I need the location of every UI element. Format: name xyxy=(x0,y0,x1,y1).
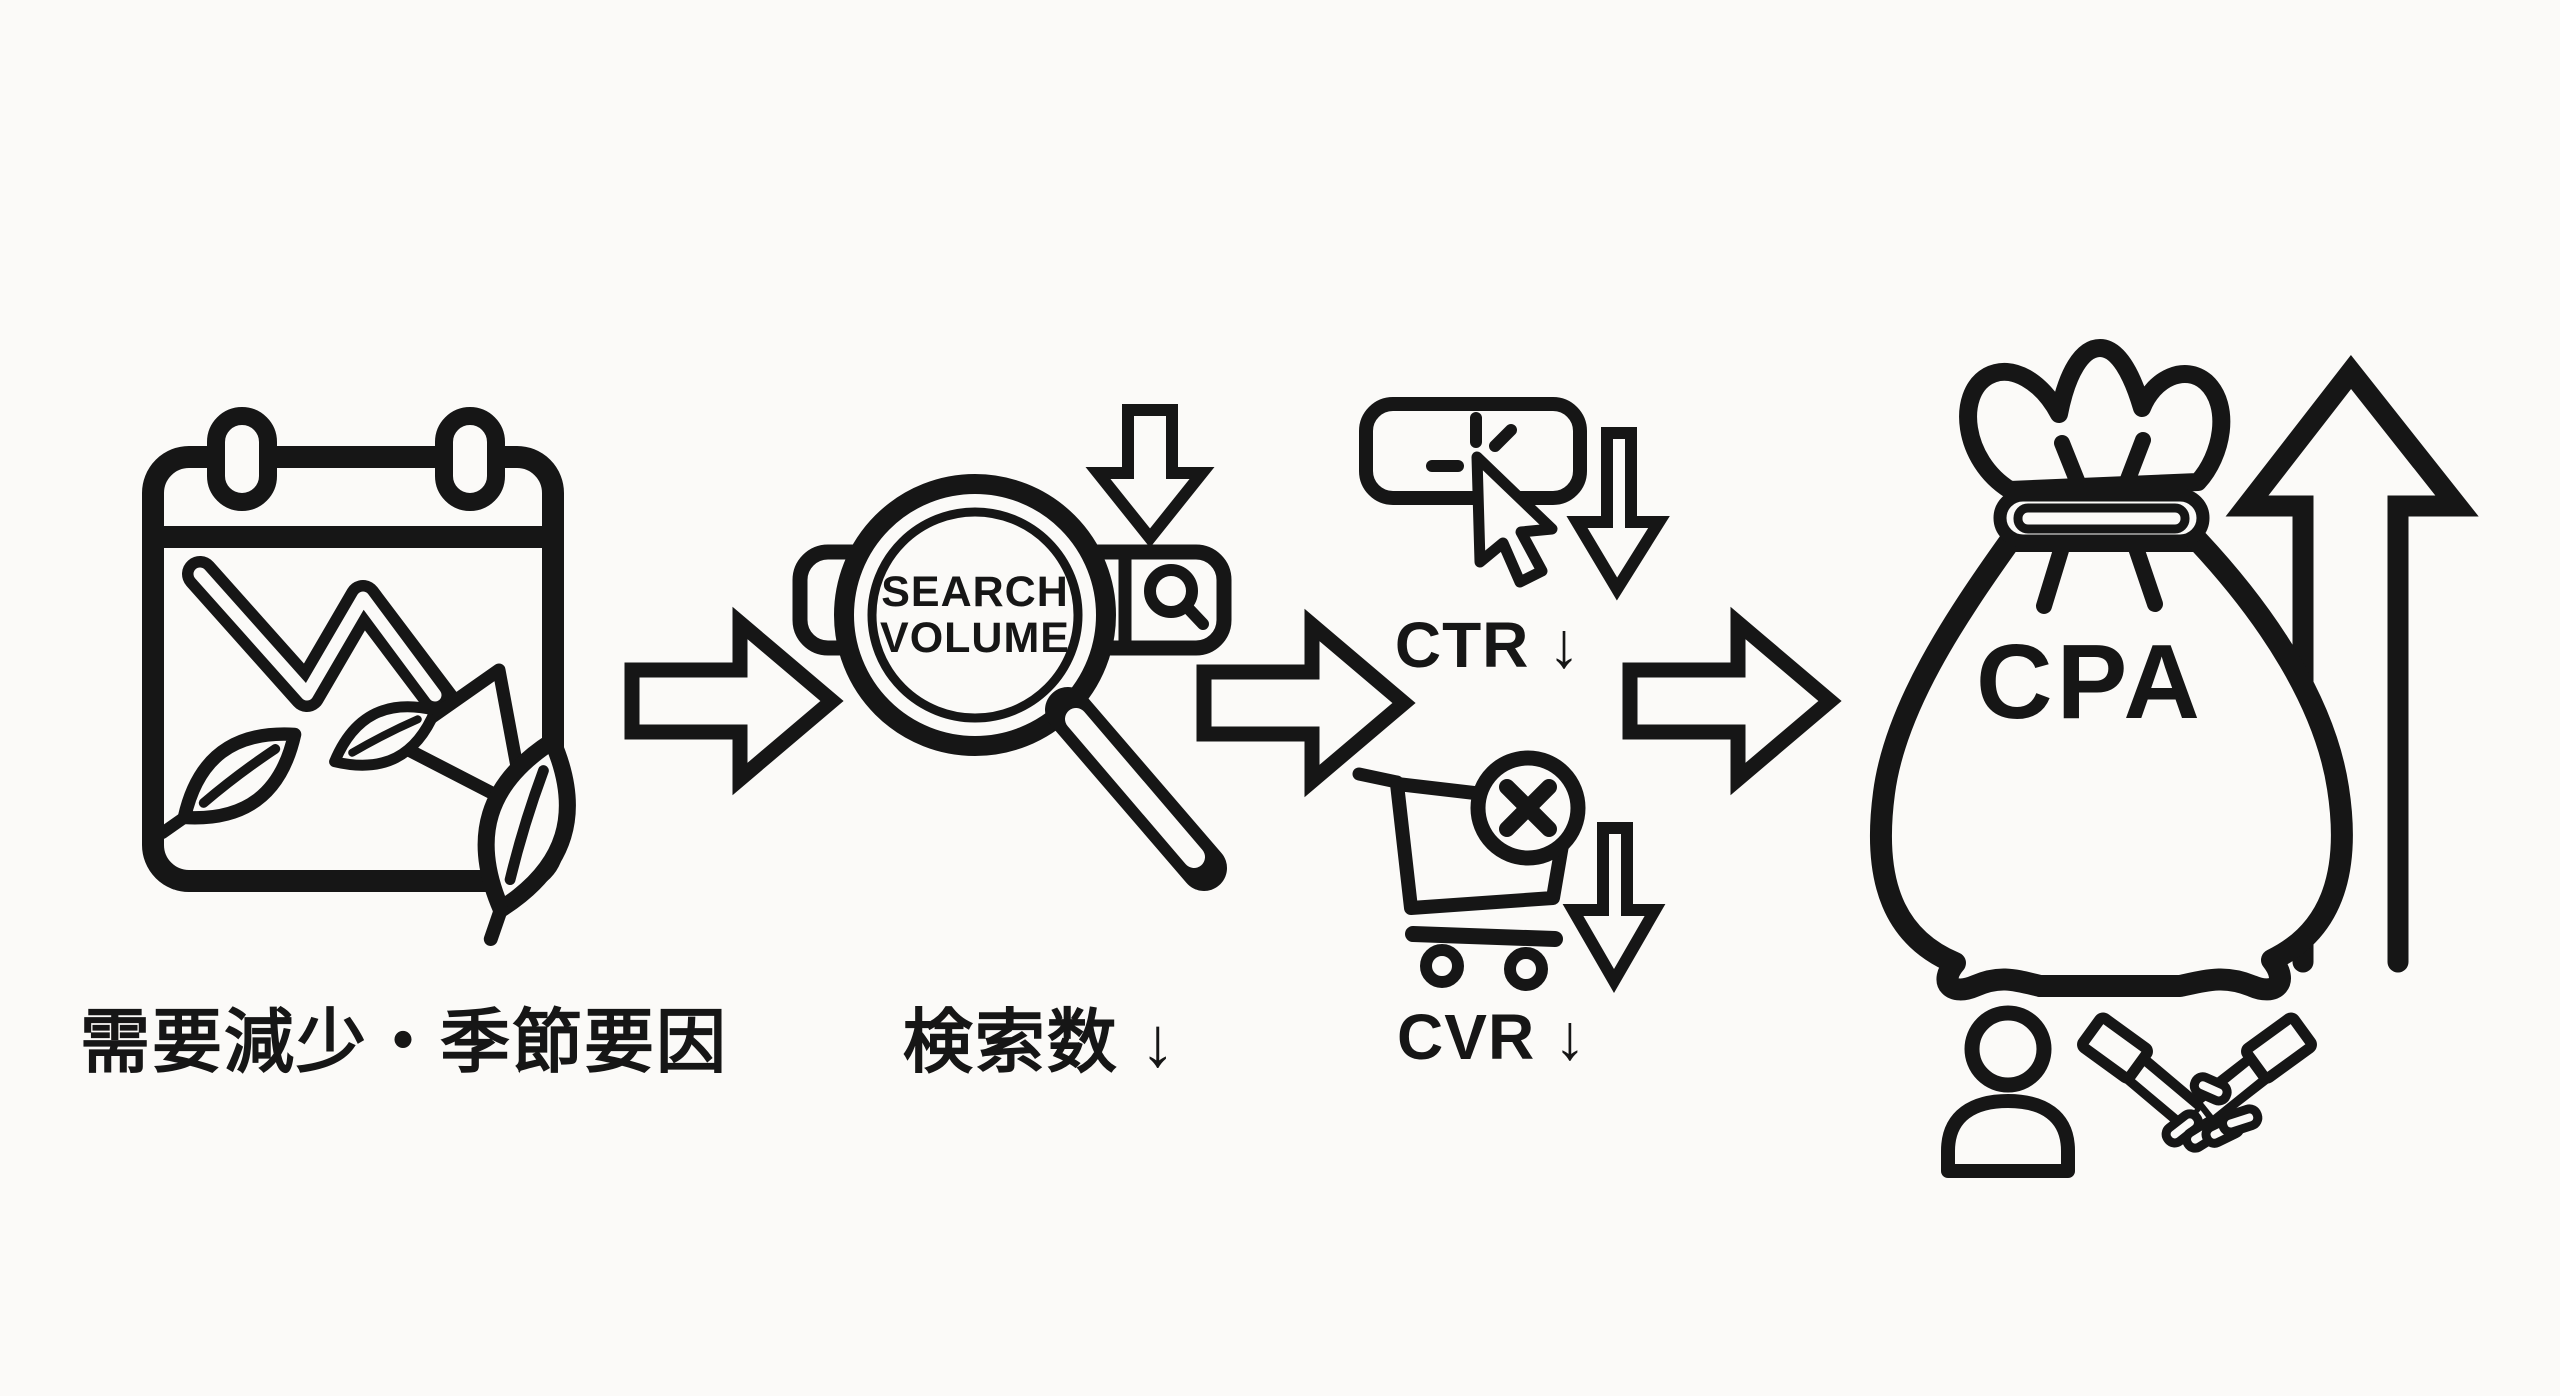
up-arrow-icon xyxy=(2225,354,2479,973)
down-arrow-icon xyxy=(1562,822,1666,993)
cancel-badge-icon xyxy=(1470,750,1586,866)
cart-wheel xyxy=(1420,944,1464,988)
down-arrow-icon xyxy=(1085,404,1215,548)
cart-base xyxy=(1405,926,1563,947)
search-volume-icon: SEARCH VOLUME xyxy=(792,404,1232,891)
bag-tie-tails xyxy=(2036,539,2163,614)
cursor-icon xyxy=(1471,451,1558,588)
bag-band xyxy=(1993,488,2210,548)
calendar-decline-icon xyxy=(142,407,576,946)
handshake-icon xyxy=(2077,1012,2317,1153)
leaf-icon xyxy=(477,732,576,946)
magnifier-lens: SEARCH VOLUME xyxy=(834,474,1227,891)
flow-arrow-icon xyxy=(624,606,844,796)
cvr-cart-icon xyxy=(1352,750,1666,993)
thumb xyxy=(2189,1072,2232,1106)
calendar-ring-left xyxy=(207,407,277,511)
flow-arrow-icon xyxy=(1196,608,1416,798)
lens-text-line1: SEARCH xyxy=(881,568,1069,616)
label-cvr: CVR ↓ xyxy=(1397,1001,1587,1073)
cart-wheel xyxy=(1504,947,1548,991)
bag-label: CPA xyxy=(1976,623,2204,741)
search-icon xyxy=(1144,564,1209,630)
down-arrow-icon xyxy=(1566,427,1670,601)
cuff-right xyxy=(2241,1012,2317,1084)
label-ctr: CTR ↓ xyxy=(1394,609,1582,681)
bag-body xyxy=(1870,530,2353,1001)
bag-band-slot xyxy=(2013,503,2190,534)
cuff-left xyxy=(2077,1012,2153,1084)
click-spark-lines xyxy=(1426,412,1517,472)
bag-knot xyxy=(1959,339,2231,499)
caption-demand: 需要減少・季節要因 xyxy=(80,1003,728,1081)
cart-handle xyxy=(1352,767,1404,789)
money-bag-icon: CPA xyxy=(1870,339,2353,1001)
leaf-icon xyxy=(329,696,460,771)
declining-trend-arrow-icon xyxy=(182,556,532,817)
person-icon xyxy=(1941,1005,2075,1178)
flow-arrow-icon xyxy=(1622,606,1842,796)
finger xyxy=(2217,1104,2263,1137)
caption-search: 検索数 ↓ xyxy=(902,1003,1178,1081)
leaf-icon xyxy=(156,727,302,839)
calendar-ring-right xyxy=(435,407,505,511)
ctr-click-icon xyxy=(1359,397,1670,601)
bag-tie-strokes xyxy=(2054,432,2151,496)
lens-text-line2: VOLUME xyxy=(880,614,1070,662)
